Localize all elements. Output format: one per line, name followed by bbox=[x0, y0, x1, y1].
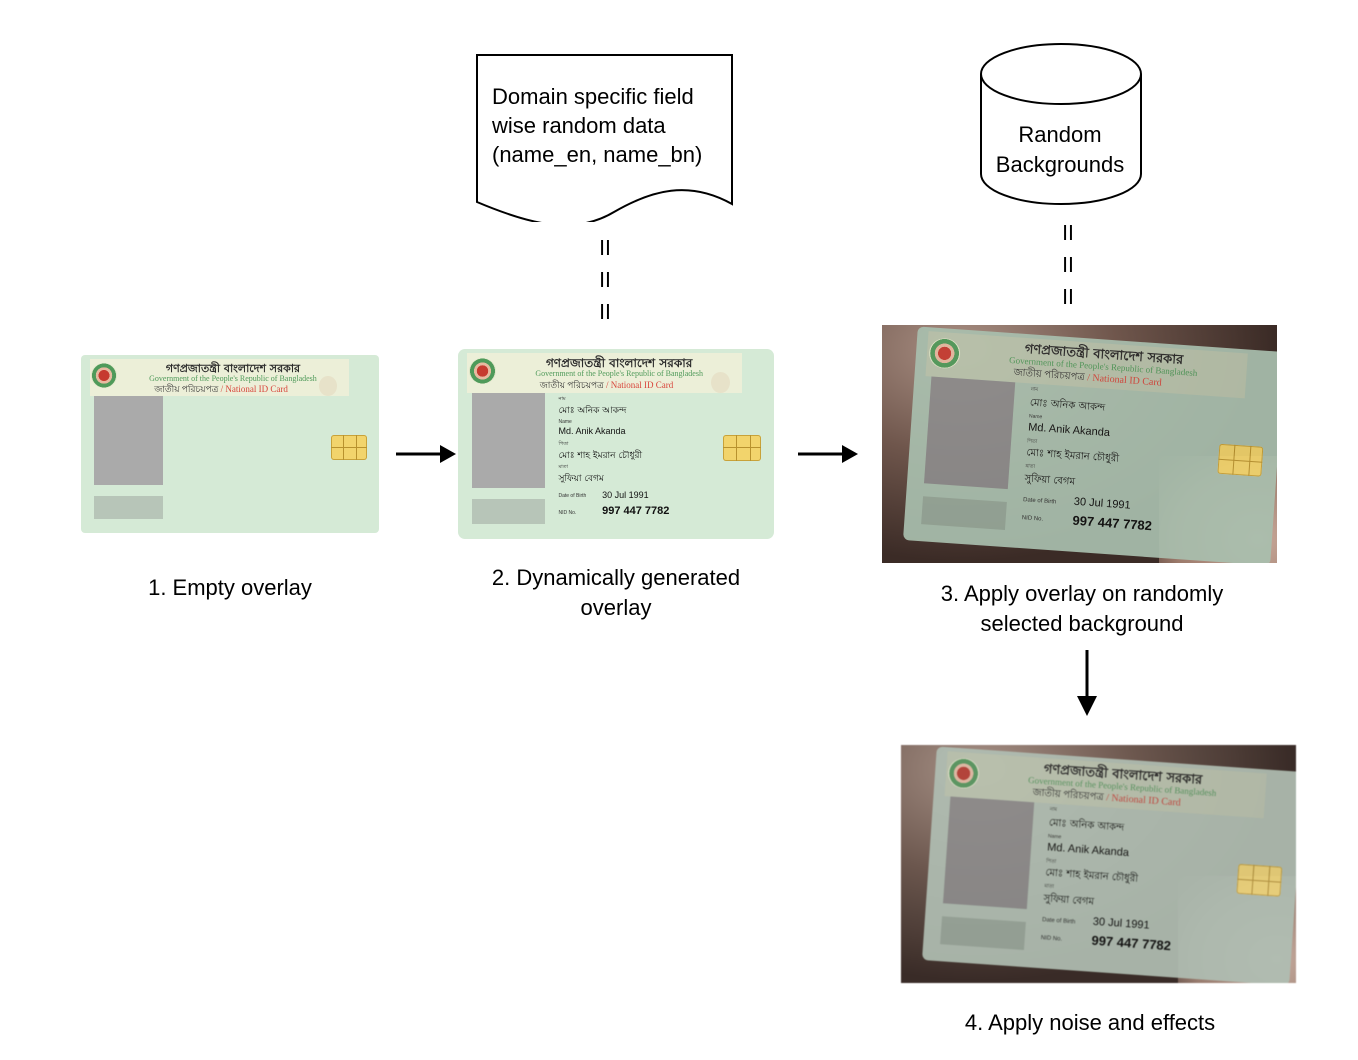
photo-placeholder bbox=[94, 395, 163, 485]
chip-icon bbox=[1236, 864, 1283, 898]
value-nid: 997 447 7782 bbox=[1091, 933, 1172, 954]
value-name-en: Md. Anik Akanda bbox=[1046, 841, 1130, 859]
backgrounds-database-text: Random Backgrounds bbox=[980, 120, 1140, 180]
value-nid: 997 447 7782 bbox=[602, 504, 670, 517]
value-father-bn: মোঃ শাহ ইমরান চৌধুরী bbox=[1025, 447, 1120, 466]
value-mother-bn: সুফিয়া বেগম bbox=[1024, 473, 1076, 488]
signature-placeholder bbox=[939, 916, 1027, 950]
government-seal-icon bbox=[91, 363, 117, 388]
signature-placeholder bbox=[94, 495, 163, 519]
step2-caption: 2. Dynamically generated overlay bbox=[456, 563, 776, 623]
card-title-bn: গণপ্রজাতন্ত্রী বাংলাদেশ সরকার bbox=[545, 355, 693, 370]
value-dob: 30 Jul 1991 bbox=[1092, 916, 1151, 933]
card-header-band bbox=[467, 352, 743, 393]
photo-placeholder bbox=[923, 376, 1016, 490]
signature-placeholder bbox=[472, 499, 545, 524]
value-dob: 30 Jul 1991 bbox=[602, 489, 649, 500]
backgrounds-line-1: Random bbox=[1018, 122, 1102, 147]
label-name-bn: নাম bbox=[1030, 386, 1039, 394]
noise-effects-image: গণপ্রজাতন্ত্রী বাংলাদেশ সরকার Government… bbox=[901, 745, 1296, 983]
label-name-en: Name bbox=[1028, 413, 1043, 421]
value-father-bn: মোঃ শাহ ইমরান চৌধুরী bbox=[1044, 867, 1139, 886]
signature-placeholder bbox=[920, 496, 1008, 530]
arrow-step1-to-step2 bbox=[396, 445, 456, 463]
value-nid: 997 447 7782 bbox=[1072, 513, 1153, 534]
value-name-en: Md. Anik Akanda bbox=[1027, 421, 1111, 439]
arrow-step3-to-step4 bbox=[1077, 650, 1097, 716]
government-seal-icon bbox=[469, 357, 496, 385]
label-dob: Date of Birth bbox=[1041, 916, 1076, 926]
step3-caption-line-2: selected background bbox=[980, 611, 1184, 636]
card-title-bn: গণপ্রজাতন্ত্রী বাংলাদেশ সরকার bbox=[165, 362, 301, 376]
data-source-document bbox=[476, 54, 733, 222]
chip-icon bbox=[723, 434, 762, 462]
label-name-en: Name bbox=[1047, 833, 1062, 841]
step2-caption-line-1: 2. Dynamically generated bbox=[491, 565, 741, 590]
step1-caption: 1. Empty overlay bbox=[148, 575, 312, 600]
label-name-bn: নাম bbox=[1049, 806, 1058, 814]
data-source-line-2: wise random data bbox=[492, 113, 666, 138]
generated-overlay-card: গণপ্রজাতন্ত্রী বাংলাদেশ সরকার Government… bbox=[458, 349, 774, 539]
empty-overlay-card: গণপ্রজাতন্ত্রী বাংলাদেশ সরকার Government… bbox=[81, 355, 379, 533]
label-mother: মাতা bbox=[558, 463, 568, 470]
card-title-en: Government of the People's Republic of B… bbox=[535, 368, 703, 378]
step2-caption-line-2: overlay bbox=[580, 595, 652, 620]
label-name-bn: নাম bbox=[558, 395, 566, 402]
value-name-en: Md. Anik Akanda bbox=[558, 425, 626, 436]
applied-overlay-card: গণপ্রজাতন্ত্রী বাংলাদেশ সরকার Government… bbox=[902, 326, 1277, 563]
backgrounds-database-cylinder bbox=[980, 43, 1142, 205]
arrow-step2-to-step3 bbox=[798, 445, 858, 463]
label-nid: NID No. bbox=[1040, 934, 1063, 943]
watermark-emblem-icon bbox=[710, 371, 730, 393]
watermark-emblem-icon bbox=[319, 376, 338, 396]
photo-placeholder bbox=[472, 392, 545, 488]
card-header-band bbox=[89, 358, 350, 396]
label-dob: Date of Birth bbox=[1022, 496, 1057, 506]
step3-caption: 3. Apply overlay on randomly selected ba… bbox=[902, 579, 1262, 639]
label-name-en: Name bbox=[558, 419, 572, 426]
card-title-en: Government of the People's Republic of B… bbox=[149, 373, 317, 383]
value-mother-bn: সুফিয়া বেগম bbox=[1043, 893, 1095, 908]
photo-placeholder bbox=[942, 796, 1035, 910]
connector-db-to-step3: II II II bbox=[1062, 221, 1074, 309]
chip-icon bbox=[331, 435, 368, 460]
label-nid: NID No. bbox=[1021, 514, 1044, 523]
data-source-line-1: Domain specific field bbox=[492, 84, 694, 109]
backgrounds-line-2: Backgrounds bbox=[995, 152, 1125, 177]
data-source-text: Domain specific field wise random data (… bbox=[492, 82, 732, 169]
step3-caption-line-1: 3. Apply overlay on randomly bbox=[940, 581, 1224, 606]
label-father: পিতা bbox=[558, 441, 569, 448]
label-dob: Date of Birth bbox=[558, 493, 587, 500]
noisy-overlay-card: গণপ্রজাতন্ত্রী বাংলাদেশ সরকার Government… bbox=[921, 746, 1296, 983]
label-nid: NID No. bbox=[558, 509, 577, 516]
value-dob: 30 Jul 1991 bbox=[1073, 496, 1132, 513]
data-source-line-3: (name_en, name_bn) bbox=[492, 142, 703, 167]
step4-caption: 4. Apply noise and effects bbox=[964, 1010, 1216, 1035]
background-applied-image: গণপ্রজাতন্ত্রী বাংলাদেশ সরকার Government… bbox=[882, 325, 1277, 563]
chip-icon bbox=[1217, 444, 1264, 478]
card-subtitle: জাতীয় পরিচয়পত্র / National ID Card bbox=[539, 379, 674, 390]
value-mother-bn: সুফিয়া বেগম bbox=[558, 473, 604, 484]
value-father-bn: মোঃ শাহ ইমরান চৌধুরী bbox=[558, 450, 643, 461]
value-name-bn: মোঃ অনিক আকন্দ bbox=[558, 406, 627, 417]
card-subtitle: জাতীয় পরিচয়পত্র / National ID Card bbox=[154, 383, 288, 394]
connector-doc-to-step2: II II II bbox=[599, 236, 611, 324]
